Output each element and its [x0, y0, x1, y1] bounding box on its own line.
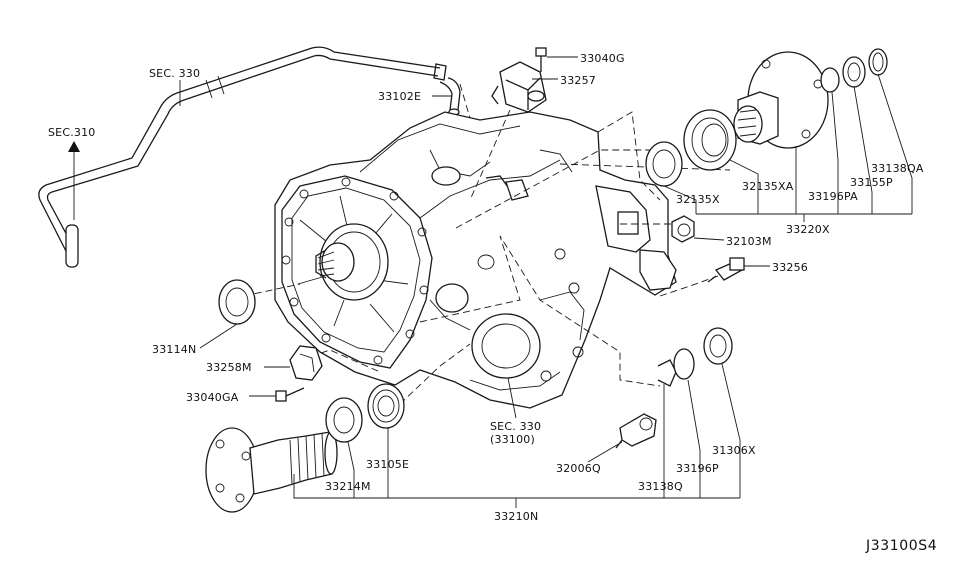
bearing-33105e — [367, 383, 405, 429]
breather-hose — [38, 46, 447, 268]
washer-33155p — [842, 56, 866, 88]
label-33214m: 33214M — [325, 480, 371, 493]
leader-lines — [179, 56, 913, 508]
bolt-33040ga — [275, 387, 305, 402]
label-33257: 33257 — [560, 74, 596, 87]
oil-seal-32135xa — [683, 109, 737, 171]
companion-flange-33220x — [733, 51, 829, 149]
label-33114n: 33114N — [152, 343, 196, 356]
label-33105e: 33105E — [366, 458, 409, 471]
label-32135xa: 32135XA — [742, 180, 794, 193]
snap-ring-33138qa — [868, 48, 888, 76]
label-32006q: 32006Q — [556, 462, 601, 475]
label-33040ga: 33040GA — [186, 391, 239, 404]
label-33196pa: 33196PA — [808, 190, 858, 203]
o-ring-33196pa — [820, 67, 840, 93]
transfer-case-housing — [274, 111, 677, 409]
diagram-reference-id: J33100S4 — [865, 538, 937, 554]
hose-clip — [433, 63, 447, 81]
hose-end-fitting — [65, 224, 79, 268]
breather-tube-33102e — [439, 77, 461, 116]
label-33155p: 33155P — [850, 176, 893, 189]
sec310-arrow — [68, 141, 80, 220]
label-33102e: 33102E — [378, 90, 421, 103]
label-sec310: SEC.310 — [48, 126, 96, 139]
label-33100: (33100) — [490, 433, 535, 446]
label-sec330-top: SEC. 330 — [149, 67, 200, 80]
output-shaft-33210n — [205, 427, 338, 513]
o-ring-33196p — [673, 348, 695, 380]
part-labels: SEC. 330 SEC.310 33040G 33257 33102E 331… — [48, 52, 937, 554]
label-33138qa: 33138QA — [871, 162, 924, 175]
label-33210n: 33210N — [494, 510, 538, 523]
label-33258m: 33258M — [206, 361, 252, 374]
explosion-lines — [243, 83, 731, 405]
actuator-33257 — [491, 61, 547, 113]
snap-ring-33138q — [657, 359, 677, 387]
label-33256: 33256 — [772, 261, 808, 274]
label-32135x: 32135X — [676, 193, 720, 206]
plug-32103m — [671, 215, 695, 243]
label-32103m: 32103M — [726, 235, 772, 248]
label-sec330-case: SEC. 330 — [490, 420, 541, 433]
label-33196p: 33196P — [676, 462, 719, 475]
sensor-33256 — [707, 257, 745, 283]
oil-seal-31306x — [703, 327, 733, 365]
label-33138q: 33138Q — [638, 480, 683, 493]
oil-seal-32135x — [645, 141, 683, 187]
switch-32006q — [615, 413, 657, 449]
oil-seal-33214m — [325, 397, 363, 443]
bracket-33258m — [289, 345, 323, 381]
oil-seal-33114n — [218, 279, 256, 325]
label-33220x: 33220X — [786, 223, 830, 236]
label-33040g: 33040G — [580, 52, 625, 65]
bolt-33040g — [535, 47, 547, 72]
label-31306x: 31306X — [712, 444, 756, 457]
